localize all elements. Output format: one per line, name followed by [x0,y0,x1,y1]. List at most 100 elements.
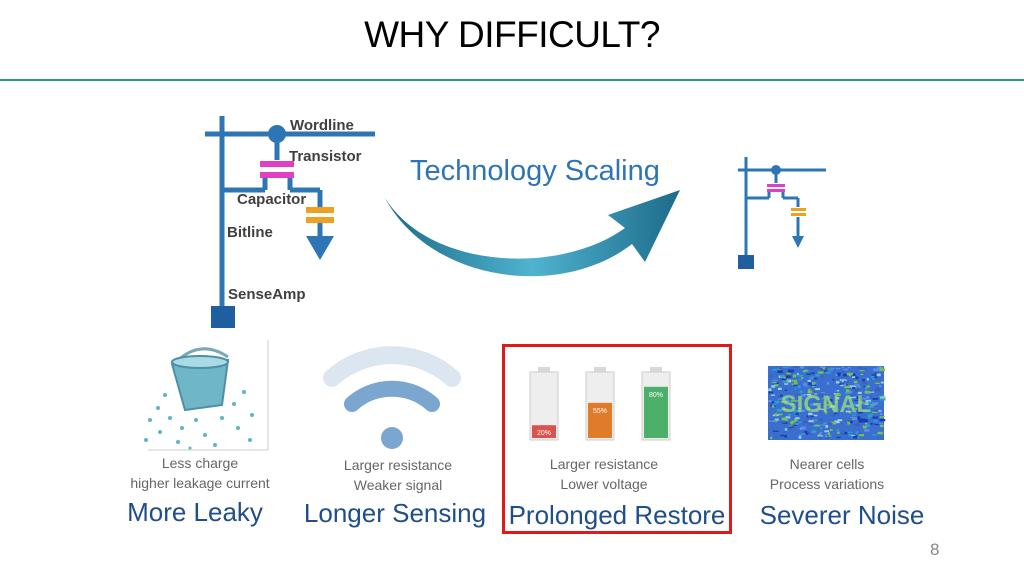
noise-speck [802,383,807,386]
noise-speck [794,366,799,368]
noise-speck [843,368,849,371]
noise-speck [840,385,844,387]
noise-speck [821,375,824,378]
noise-speck [872,416,879,419]
noise-speck [823,368,829,371]
noise-speck [867,401,871,404]
noise-speck [818,436,822,439]
battery-fill [532,425,556,438]
noise-speck [847,366,851,369]
noise-speck [792,374,796,378]
noise-speck [795,417,800,420]
noise-speck [808,382,812,385]
transistor-gate-top [260,161,294,167]
noise-speck [845,410,851,413]
noise-speck [838,383,845,385]
effect-caption-line: Less charge [161,455,239,471]
noise-speck [774,400,780,404]
noise-speck [849,385,856,388]
noise-speck [830,421,836,425]
capacitor-bottom-plate [306,217,334,223]
noise-speck [829,405,836,408]
noise-speck [821,404,826,406]
noise-speck [870,422,873,425]
noise-speck [866,424,871,428]
noise-speck [796,374,802,377]
noise-speck [863,385,866,388]
noise-speck [841,366,845,368]
noise-speck [796,373,799,376]
noise-speck [862,425,867,429]
noise-speck [782,422,788,424]
noise-speck [768,388,772,392]
noise-speck [777,370,783,374]
noise-speck [829,369,833,372]
noise-speck [825,371,831,374]
noise-speck [855,404,860,407]
noise-speck [771,381,778,383]
noise-speck [855,431,859,434]
noise-speck [844,391,849,395]
noise-speck [812,424,816,427]
noise-speck [853,380,858,384]
noise-speck [771,404,777,406]
noise-speck [807,379,811,382]
noise-speck [811,430,817,434]
noise-speck [879,412,883,416]
noise-speck [813,377,818,380]
noise-speck [791,383,796,386]
noise-speck [807,388,811,392]
noise-speck [786,366,792,368]
noise-speck [808,394,813,398]
noise-speck [798,435,802,439]
page-title: WHY DIFFICULT? [364,14,660,55]
noise-speck [876,373,881,377]
noise-speck [879,418,886,422]
noise-speck [772,368,779,371]
noise-speck [872,434,877,436]
noise-speck [791,379,797,382]
noise-speck [848,407,851,410]
noise-speck [836,412,839,415]
noise-speck [851,403,857,406]
noise-speck [815,374,820,377]
noise-speck [807,390,814,394]
noise-speck [800,426,807,430]
noise-speck [784,399,790,402]
noise-speck [810,376,815,379]
noise-speck [769,419,774,421]
effect-noise-caption: Nearer cells Process variations [747,454,907,494]
noise-speck [790,403,794,405]
noise-speck [874,382,880,384]
noise-speck [802,370,806,373]
noise-speck [858,434,865,437]
noise-speck [867,414,873,418]
noise-speck [852,414,856,416]
noise-speck [856,436,860,439]
noise-speck [779,398,785,400]
noise-speck [859,418,866,422]
noise-speck [864,429,870,432]
noise-speck [844,431,848,435]
noise-speck [784,435,787,438]
noise-speck [806,416,811,419]
noise-speck [834,412,839,415]
noise-speck [871,374,877,377]
noise-speck [768,391,774,394]
noise-speck [793,424,797,427]
effect-noise-title: Severer Noise [759,500,925,530]
noise-speck [779,434,785,437]
noise-speck [834,420,840,424]
noise-speck [810,384,817,386]
noise-speck [794,404,798,407]
noise-speck [819,408,826,410]
noise-speck [862,398,867,400]
noise-speck [771,405,775,408]
noise-speck [835,401,839,403]
noise-speck [861,410,868,412]
noise-speck [864,401,870,404]
noise-speck [801,433,807,435]
noise-speck [817,403,821,406]
noise-speck [812,379,817,381]
